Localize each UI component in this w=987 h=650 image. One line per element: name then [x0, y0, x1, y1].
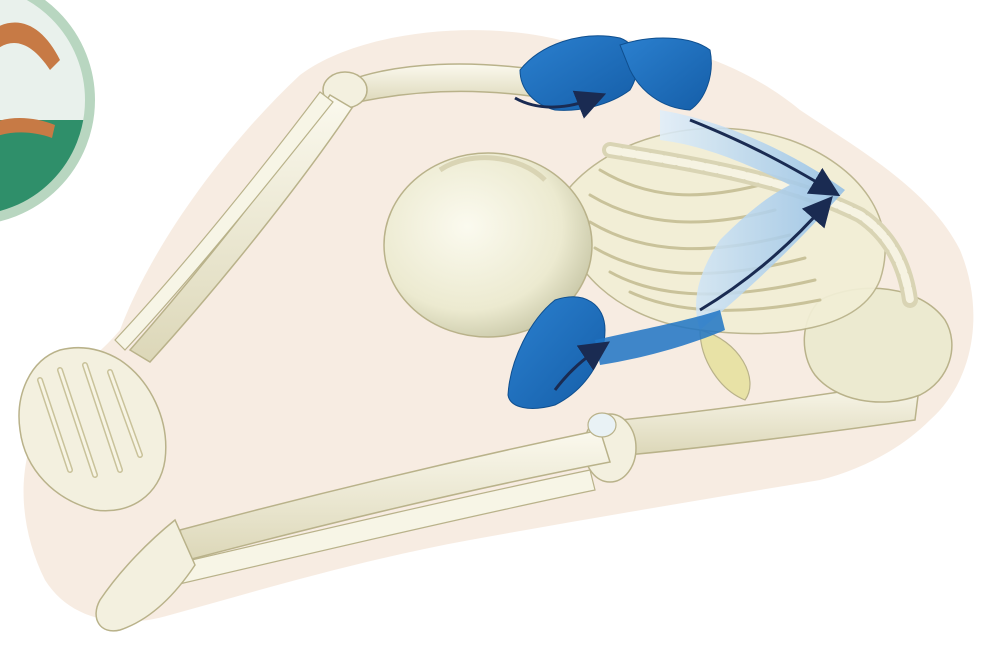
inset-photo [0, 0, 100, 240]
patella [588, 413, 616, 437]
upper-deltoid-muscle [520, 36, 711, 110]
